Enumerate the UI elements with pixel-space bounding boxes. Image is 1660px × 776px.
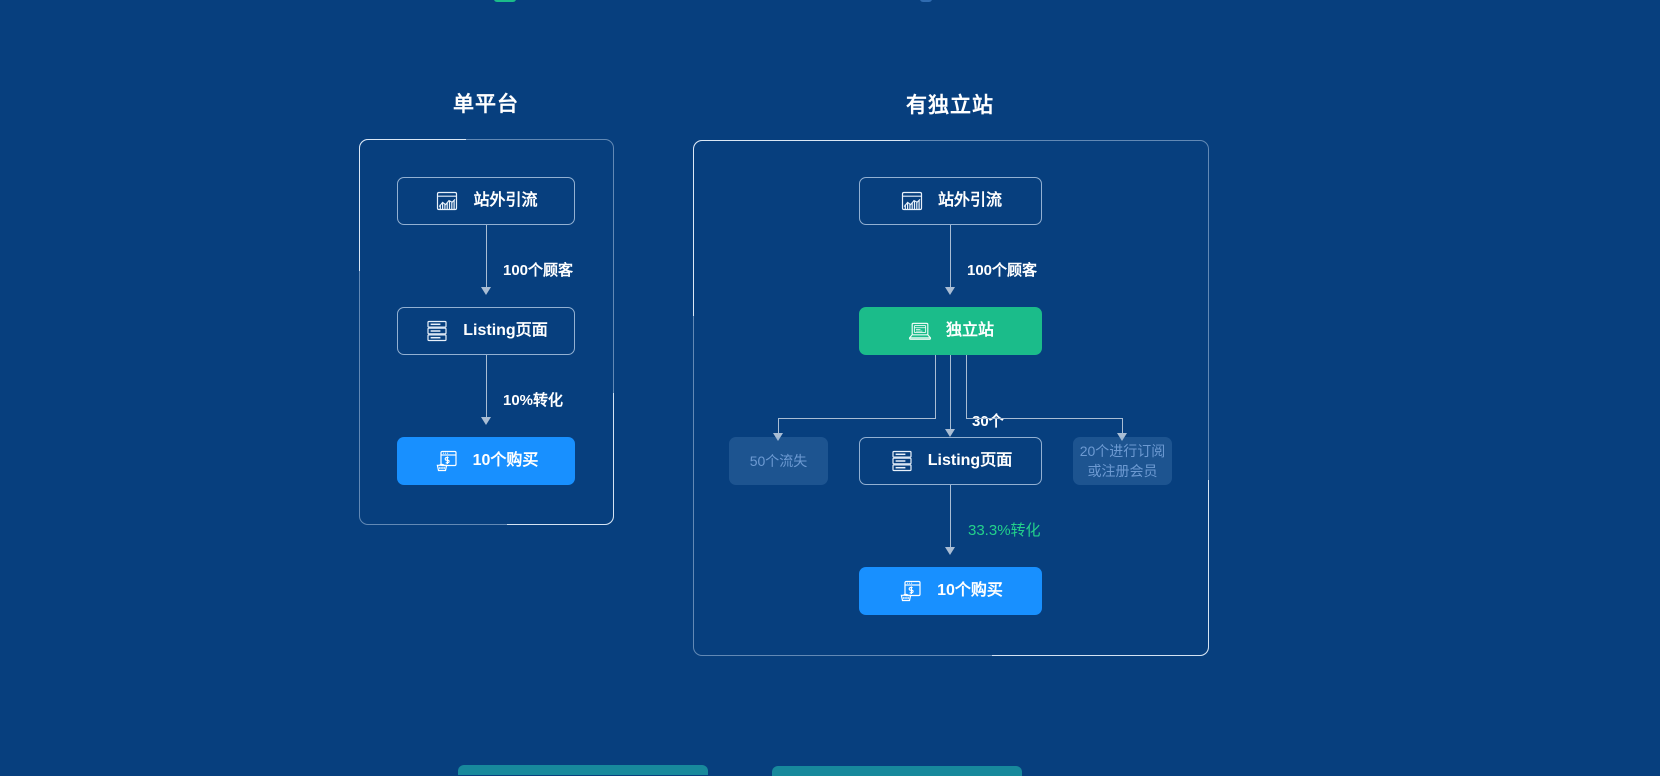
node-listing-left[interactable]: Listing页面 [397, 307, 575, 355]
purchase-icon [898, 578, 924, 604]
connector-line-traffic-listing-left [486, 225, 487, 287]
connector-line-site-lost-stem [935, 355, 936, 418]
node-label: 10个购买 [937, 582, 1003, 599]
connector-line-site-subscribers-drop [1122, 418, 1123, 433]
connector-arrow-traffic-site [945, 287, 955, 295]
node-purchase-right[interactable]: 10个购买 [859, 567, 1042, 615]
node-lost-customers: 50个流失 [729, 437, 828, 485]
chart-icon [434, 188, 460, 214]
node-label: 20个进行订阅 或注册会员 [1079, 442, 1166, 479]
node-traffic-right[interactable]: 站外引流 [859, 177, 1042, 225]
node-listing-right[interactable]: Listing页面 [859, 437, 1042, 485]
connector-label-conversion-left: 10%转化 [503, 392, 564, 409]
node-label: 50个流失 [749, 452, 808, 469]
connector-arrow-site-listing [945, 429, 955, 437]
column-title-independent-site: 有独立站 [906, 94, 994, 117]
connector-arrow-traffic-listing-left [481, 287, 491, 295]
panel-single-platform [359, 139, 614, 525]
node-subscribers: 20个进行订阅 或注册会员 [1073, 437, 1172, 485]
node-label: 站外引流 [937, 192, 1002, 209]
node-traffic-left[interactable]: 站外引流 [397, 177, 575, 225]
top-edge-chip-blue [920, 0, 932, 2]
connector-arrow-site-lost [773, 433, 783, 441]
connector-label-conversion-right: 33.3%转化 [968, 522, 1041, 539]
bottom-edge-chip-right [772, 766, 1022, 776]
node-label: Listing页面 [463, 322, 548, 339]
connector-line-site-lost-drop [778, 418, 779, 433]
connector-line-site-subscribers-stem [966, 355, 967, 418]
chart-icon [899, 188, 925, 214]
laptop-icon [907, 318, 933, 344]
connector-line-site-listing [950, 355, 951, 429]
connector-label-100-customers-left: 100个顾客 [503, 262, 574, 279]
node-label: 10个购买 [472, 452, 539, 469]
connector-line-traffic-site [950, 225, 951, 287]
connector-arrow-site-subscribers [1117, 433, 1127, 441]
node-purchase-left[interactable]: 10个购买 [397, 437, 575, 485]
listing-icon [424, 318, 450, 344]
bottom-edge-chip-left [458, 765, 708, 775]
listing-icon [889, 448, 915, 474]
connector-arrow-listing-purchase-left [481, 417, 491, 425]
node-label: Listing页面 [927, 452, 1013, 469]
panel-independent-site [693, 140, 1209, 656]
purchase-icon [434, 448, 460, 474]
connector-label-30-units: 30个 [972, 413, 1004, 430]
top-edge-chip-green [494, 0, 516, 2]
connector-label-100-customers-right: 100个顾客 [967, 262, 1038, 279]
connector-arrow-listing-purchase-right [945, 547, 955, 555]
connector-line-listing-purchase-right [950, 485, 951, 547]
node-independent-site[interactable]: 独立站 [859, 307, 1042, 355]
node-label: 独立站 [945, 322, 994, 339]
connector-line-site-lost-horizontal [778, 418, 936, 419]
node-label: 站外引流 [473, 192, 538, 209]
connector-line-listing-purchase-left [486, 355, 487, 417]
connector-line-site-subscribers-horizontal [966, 418, 1123, 419]
column-title-single-platform: 单平台 [453, 93, 519, 116]
